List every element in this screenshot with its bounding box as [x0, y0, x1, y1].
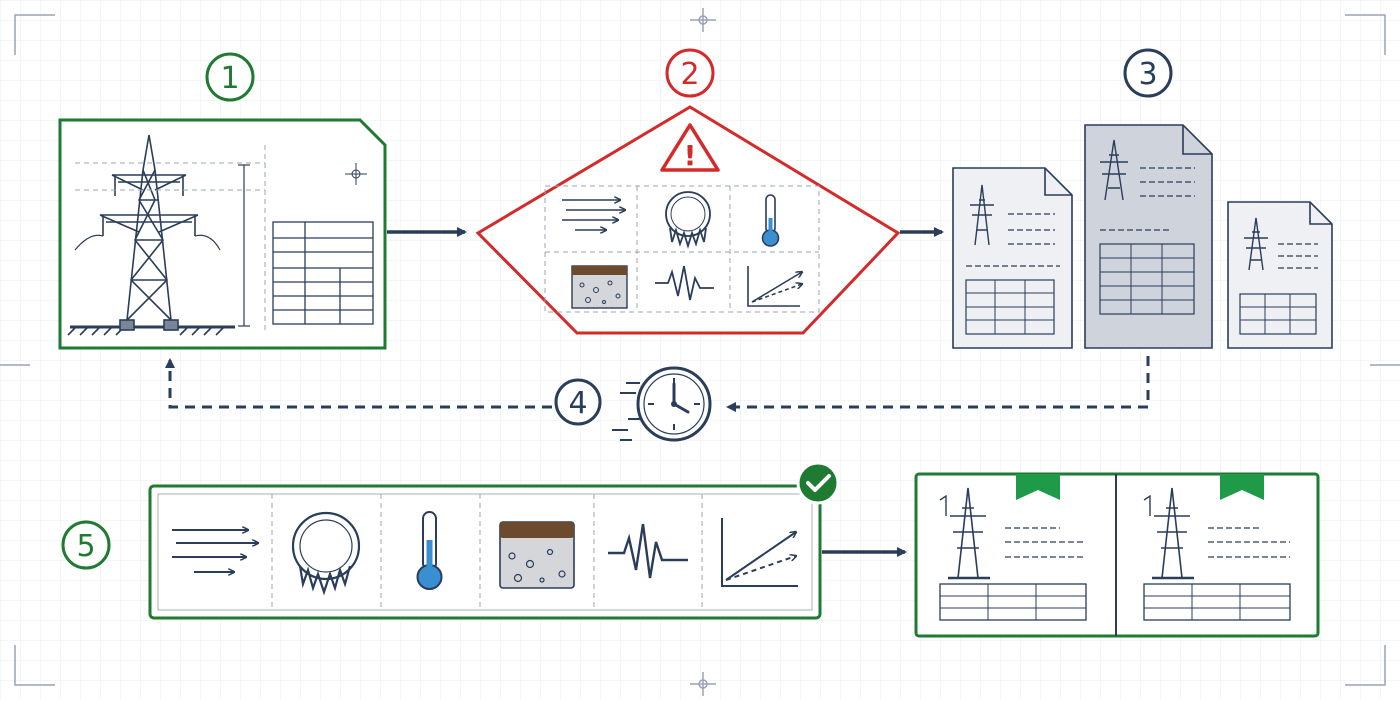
step-3-marker: 3 [1123, 48, 1173, 98]
crosshair-mark [345, 163, 367, 185]
step-1-number: 1 [220, 61, 239, 96]
trend-chart-icon [747, 266, 802, 307]
wind-load-icon [562, 200, 625, 230]
step-3-documents [952, 124, 1333, 349]
step-2-marker: 2 [665, 48, 715, 98]
ice-load-icon [665, 191, 711, 250]
seismic-icon [608, 523, 688, 579]
seismic-icon [655, 265, 714, 301]
clock-icon [612, 366, 712, 442]
document-right [1227, 201, 1333, 349]
wind-load-icon [172, 530, 258, 572]
dimension-lines [75, 145, 266, 330]
corner-marks [0, 8, 1400, 696]
soil-icon [571, 265, 628, 309]
document-center [1084, 124, 1213, 349]
feedback-arrow-right [726, 356, 1150, 412]
thermometer-icon [416, 511, 443, 590]
soil-icon [499, 521, 575, 589]
load-dividers [271, 494, 703, 610]
spec-table [272, 221, 374, 325]
height-dimension [238, 164, 250, 327]
feedback-arrow-left [165, 358, 552, 409]
trend-chart-icon [721, 518, 798, 587]
step-4-marker: 4 [554, 378, 602, 426]
step-2-number: 2 [680, 57, 699, 92]
warning-icon: ! [660, 123, 720, 172]
ice-load-icon [291, 511, 361, 596]
approved-document-1 [939, 474, 1087, 621]
thermometer-icon [761, 194, 780, 247]
svg-text:!: ! [684, 139, 697, 172]
step-5-marker: 5 [61, 520, 111, 570]
approved-document-2 [1143, 474, 1291, 621]
bookmark-icon [1016, 474, 1060, 500]
approved-documents-panel [914, 472, 1320, 638]
step-4-number: 4 [568, 386, 587, 421]
step-2-hazard-panel: ! [475, 105, 901, 335]
step-1-marker: 1 [205, 52, 255, 102]
bookmark-icon [1220, 474, 1264, 500]
step-5-number: 5 [76, 529, 95, 564]
step-1-panel [58, 118, 387, 350]
step-3-number: 3 [1138, 57, 1157, 92]
document-left [952, 167, 1073, 349]
checkmark-icon [796, 461, 840, 505]
hazard-grid [544, 185, 820, 313]
step-5-validated-loads-panel [148, 461, 840, 620]
